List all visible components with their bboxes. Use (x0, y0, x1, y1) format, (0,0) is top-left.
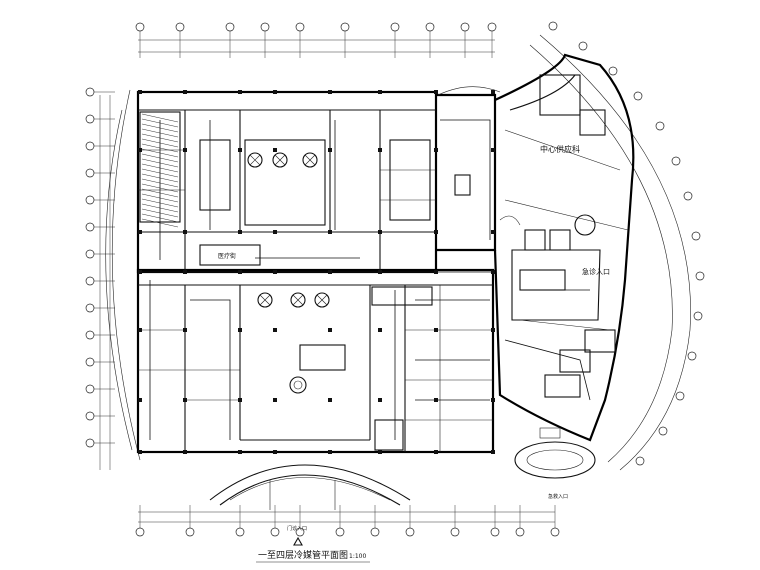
axis-bubble (270, 527, 280, 537)
axis-bubble (578, 41, 588, 51)
drawing-title-block: 一至四层冷媒管平面图 1:100 (256, 549, 370, 563)
axis-bubble (490, 527, 500, 537)
entrance-canopy (209, 464, 411, 510)
bottom-axis-grid (135, 505, 560, 537)
axis-bubble (425, 22, 435, 32)
right-curved-axis (529, 21, 705, 471)
axis-bubble (671, 156, 681, 166)
west-room-label: 医疗街 (218, 252, 236, 260)
axis-bubble (635, 456, 645, 466)
axis-bubble (85, 276, 95, 286)
axis-bubble (85, 141, 95, 151)
diffuser-icon (302, 152, 318, 168)
axis-bubble (85, 249, 95, 259)
diffuser-icon (257, 292, 273, 308)
east-dropoff-loop (514, 427, 596, 479)
top-axis-grid (135, 22, 497, 58)
axis-bubble (695, 271, 705, 281)
main-entrance-label: 门诊入口 (287, 525, 307, 532)
axis-bubble (135, 22, 145, 32)
north-block-rooms (138, 109, 436, 272)
axis-bubble (85, 222, 95, 232)
building-outline (136, 53, 635, 454)
refrigerant-pipes (140, 119, 591, 440)
ceiling-diffusers (247, 152, 330, 308)
axis-bubble (295, 22, 305, 32)
emergency-label: 急诊入口 (582, 267, 610, 276)
axis-bubble (460, 22, 470, 32)
axis-bubble (370, 527, 380, 537)
axis-bubble (487, 22, 497, 32)
axis-bubble (85, 438, 95, 448)
atrium-symbol (289, 376, 307, 394)
axis-bubble (85, 168, 95, 178)
axis-bubble (340, 22, 350, 32)
diffuser-icon (290, 292, 306, 308)
axis-bubble (658, 426, 668, 436)
diffuser-icon (272, 152, 288, 168)
left-axis-grid (85, 87, 115, 470)
drawing-title: 一至四层冷媒管平面图 (258, 549, 348, 561)
axis-bubble (683, 191, 693, 201)
axis-bubble (335, 527, 345, 537)
axis-bubble (515, 527, 525, 537)
axis-bubble (450, 527, 460, 537)
axis-bubble (225, 22, 235, 32)
axis-bubble (633, 91, 643, 101)
axis-bubble (85, 357, 95, 367)
center-room-label: 中心供应科 (540, 144, 580, 154)
axis-bubble (85, 411, 95, 421)
drawing-scale: 1:100 (349, 553, 366, 560)
axis-bubble (135, 527, 145, 537)
axis-bubble (390, 22, 400, 32)
axis-bubble (608, 66, 618, 76)
axis-bubble (655, 121, 665, 131)
axis-bubble (185, 527, 195, 537)
entrance-arrow-icon (293, 536, 303, 546)
axis-bubble (85, 330, 95, 340)
diffuser-icon (314, 292, 330, 308)
east-wing-details (499, 74, 629, 398)
axis-bubble (693, 311, 703, 321)
axis-bubble (687, 351, 697, 361)
axis-bubble (260, 22, 270, 32)
south-block-rooms (138, 284, 493, 452)
axis-bubble (85, 303, 95, 313)
axis-bubble (405, 527, 415, 537)
structural-columns (138, 90, 495, 454)
axis-bubble (691, 231, 701, 241)
east-entrance-label: 急救入口 (548, 493, 568, 500)
axis-bubble (295, 527, 305, 537)
axis-bubble (550, 527, 560, 537)
axis-bubble (235, 527, 245, 537)
axis-bubble (85, 114, 95, 124)
axis-bubble (85, 195, 95, 205)
diffuser-icon (247, 152, 263, 168)
axis-bubble (548, 21, 558, 31)
axis-bubble (175, 22, 185, 32)
axis-bubble (675, 391, 685, 401)
axis-bubble (85, 87, 95, 97)
axis-bubble (85, 384, 95, 394)
